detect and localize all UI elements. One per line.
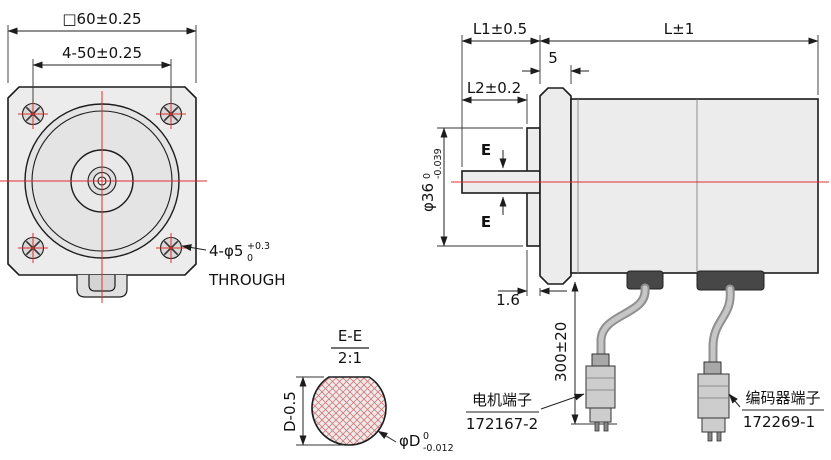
shaft-tol-upper: 0	[423, 431, 429, 442]
motor-terminal-part: 172167-2	[466, 415, 538, 433]
section-title: E-E	[338, 327, 362, 345]
dim-l2-label: L2±0.2	[467, 79, 521, 97]
dim-shaft-label: φD	[399, 432, 420, 450]
dim-shaft-diameter: φD 0 -0.012	[377, 430, 454, 454]
dim-cable-length-label: 300±20	[552, 322, 570, 382]
motor-terminal-callout: 电机端子 172167-2	[466, 391, 585, 433]
side-view: L1±0.5 L±1 5 L2±0.2 φ36 0 -0.039	[419, 20, 829, 442]
hole-callout-text: 4-φ5	[209, 242, 243, 260]
side-flange	[539, 87, 572, 285]
section-mark-bottom-label: E	[481, 213, 491, 231]
section-mark-top-label: E	[481, 141, 491, 159]
encoder-terminal-connector	[697, 361, 730, 442]
hole-tol-lower: 0	[247, 253, 253, 264]
dim-flange-thickness-label: 5	[548, 49, 558, 67]
shaft-section-shape	[311, 376, 387, 446]
dim-l-label: L±1	[664, 20, 694, 38]
hole-through-label: THROUGH	[208, 271, 286, 289]
dim-flat: D-0.5	[281, 376, 344, 446]
dim-boss-protrusion: 1.6	[496, 250, 567, 309]
screw-hole-bottom-left	[18, 233, 48, 263]
encoder-terminal-part: 172269-1	[743, 413, 815, 431]
motor-terminal-label: 电机端子	[472, 391, 532, 409]
pilot-tol-lower: -0.039	[433, 148, 444, 179]
motor-terminal-connector	[585, 353, 616, 432]
dim-bolt-circle-label: 4-50±0.25	[62, 44, 142, 62]
shaft-tol-lower: -0.012	[423, 443, 454, 454]
dim-square-60: □60±0.25	[7, 10, 197, 83]
dim-pilot-label: φ36	[419, 183, 437, 212]
dim-flat-label: D-0.5	[281, 391, 299, 432]
section-scale: 2:1	[338, 349, 362, 367]
side-motor-body	[570, 98, 819, 274]
dim-l2: L2±0.2	[461, 79, 528, 124]
dim-square-label: □60±0.25	[62, 10, 141, 28]
hole-tol-upper: +0.3	[247, 241, 270, 252]
dim-boss-label: 1.6	[496, 291, 520, 309]
dim-bolt-circle-50: 4-50±0.25	[32, 44, 172, 103]
side-body-parting-lines	[577, 99, 698, 273]
screw-hole-top-left	[18, 99, 48, 129]
screw-hole-top-right	[156, 99, 186, 129]
dim-l1-label: L1±0.5	[473, 20, 527, 38]
encoder-terminal-callout: 编码器端子 172269-1	[728, 389, 824, 431]
dim-pilot-diameter: φ36 0 -0.039	[419, 127, 523, 247]
encoder-terminal-label: 编码器端子	[745, 389, 820, 407]
dim-flange-thickness: 5	[522, 49, 589, 84]
screw-hole-bottom-right	[156, 233, 186, 263]
front-view: □60±0.25 4-50±0.25 4-φ5 +0.3 0 THROUGH	[0, 10, 286, 303]
hole-callout: 4-φ5 +0.3 0 THROUGH	[181, 241, 286, 289]
section-view: E-E 2:1 D-0.5 φD 0 -0.012	[281, 327, 454, 454]
section-cut-marks: E E	[481, 141, 507, 231]
pilot-tol-upper: 0	[422, 173, 433, 179]
motor-cable	[596, 283, 650, 361]
encoder-cable	[708, 284, 735, 367]
dim-l: L±1	[539, 20, 819, 45]
